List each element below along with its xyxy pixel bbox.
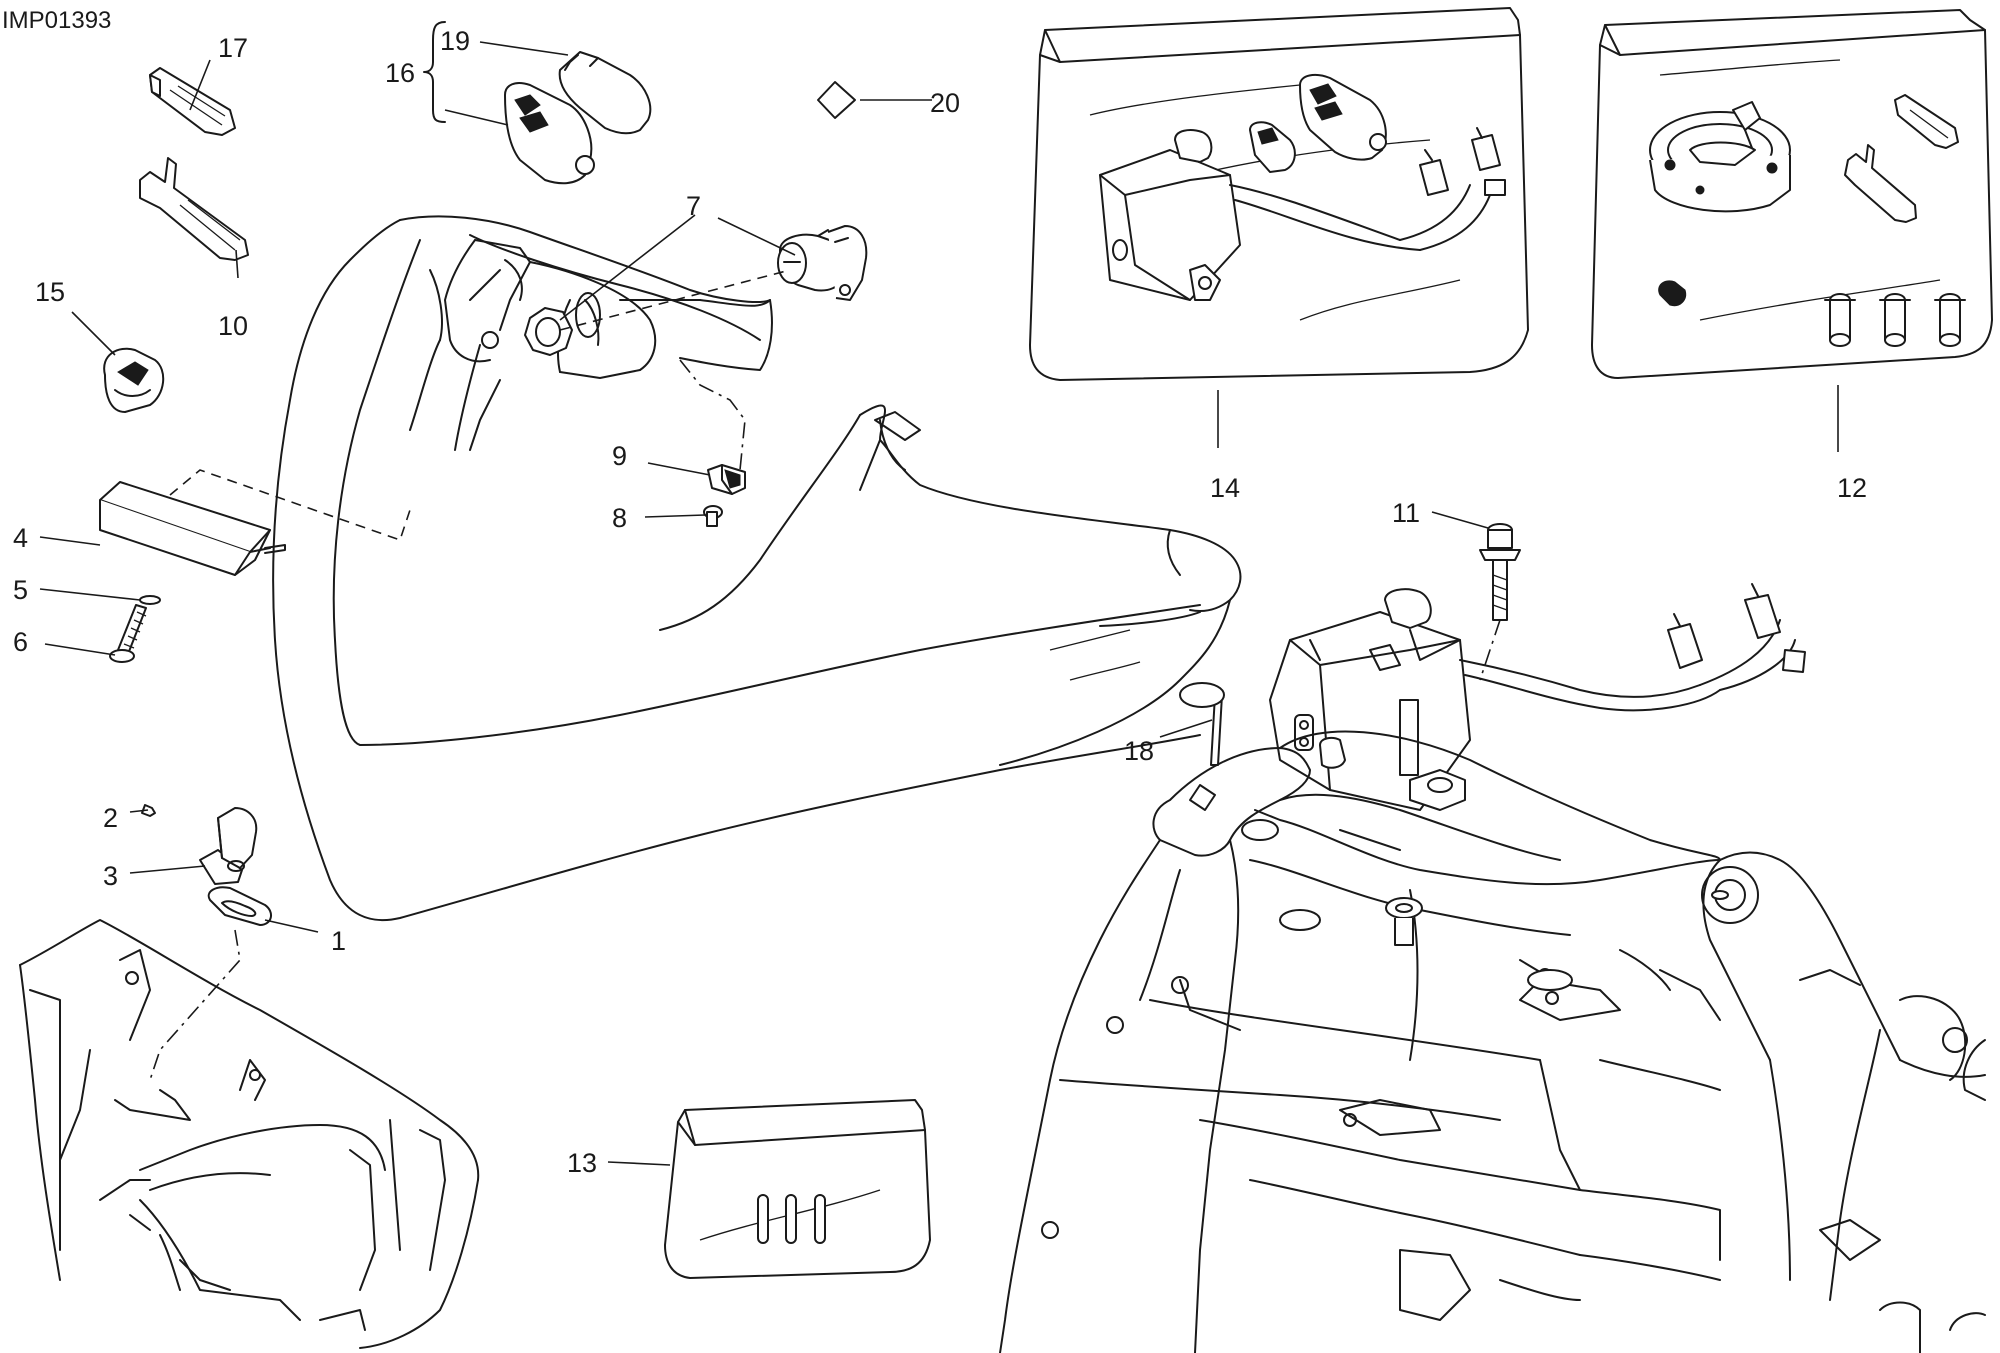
motorcycle-frame	[999, 682, 1986, 1353]
inset-panel-14	[1029, 7, 1529, 381]
ignition-switch-main	[1269, 583, 1806, 811]
screw-2	[141, 804, 156, 817]
callout-17: 17	[218, 33, 248, 63]
callout-10: 10	[218, 311, 248, 341]
assembly-line-11	[1479, 619, 1501, 681]
screw-6	[109, 604, 147, 663]
fairing-part	[272, 215, 1242, 922]
note-diamond-20	[817, 81, 856, 119]
key-blank-17	[149, 67, 236, 136]
switch-part-3	[199, 807, 258, 885]
assembly-line-9	[679, 359, 746, 471]
gasket-1	[207, 886, 272, 926]
callout-4: 4	[13, 523, 28, 553]
drawing-code: IMP01393	[2, 7, 111, 34]
key-fob-16	[504, 82, 595, 185]
assembly-line-4	[169, 469, 411, 542]
callout-19: 19	[440, 26, 470, 56]
ignition-lock-barrel	[777, 225, 868, 301]
callout-20: 20	[930, 88, 960, 118]
callout-15: 15	[35, 277, 65, 307]
callout-3: 3	[103, 861, 118, 891]
callout-leaders	[39, 41, 1839, 1166]
callout-1: 1	[331, 926, 346, 956]
lock-ring-nut	[524, 307, 573, 356]
callout-8: 8	[612, 503, 627, 533]
callout-9: 9	[612, 441, 627, 471]
brace-16	[423, 21, 446, 123]
callout-6: 6	[13, 627, 28, 657]
callout-7: 7	[686, 191, 701, 221]
callout-18: 18	[1124, 736, 1154, 766]
screw-8	[703, 505, 723, 527]
callout-5: 5	[13, 575, 28, 605]
inset-panel-12	[1591, 9, 1993, 379]
key-blank-10	[139, 157, 249, 261]
bolt-11	[1479, 523, 1521, 621]
key-head-15	[103, 347, 165, 413]
washer-5	[139, 595, 161, 605]
assembly-line-1	[149, 929, 241, 1081]
callout-2: 2	[103, 803, 118, 833]
key-fob-cover-19	[558, 51, 652, 135]
clip-nut-9	[707, 464, 746, 495]
callout-13: 13	[567, 1148, 597, 1178]
lower-fairing-panel	[19, 919, 480, 1349]
cover-part-4	[99, 481, 286, 576]
assembly-line-7	[559, 269, 791, 331]
callout-16: 16	[385, 58, 415, 88]
callout-11: 11	[1392, 498, 1420, 528]
callout-12: 12	[1837, 473, 1867, 503]
callout-14: 14	[1210, 473, 1240, 503]
inset-panel-13	[664, 1099, 931, 1279]
